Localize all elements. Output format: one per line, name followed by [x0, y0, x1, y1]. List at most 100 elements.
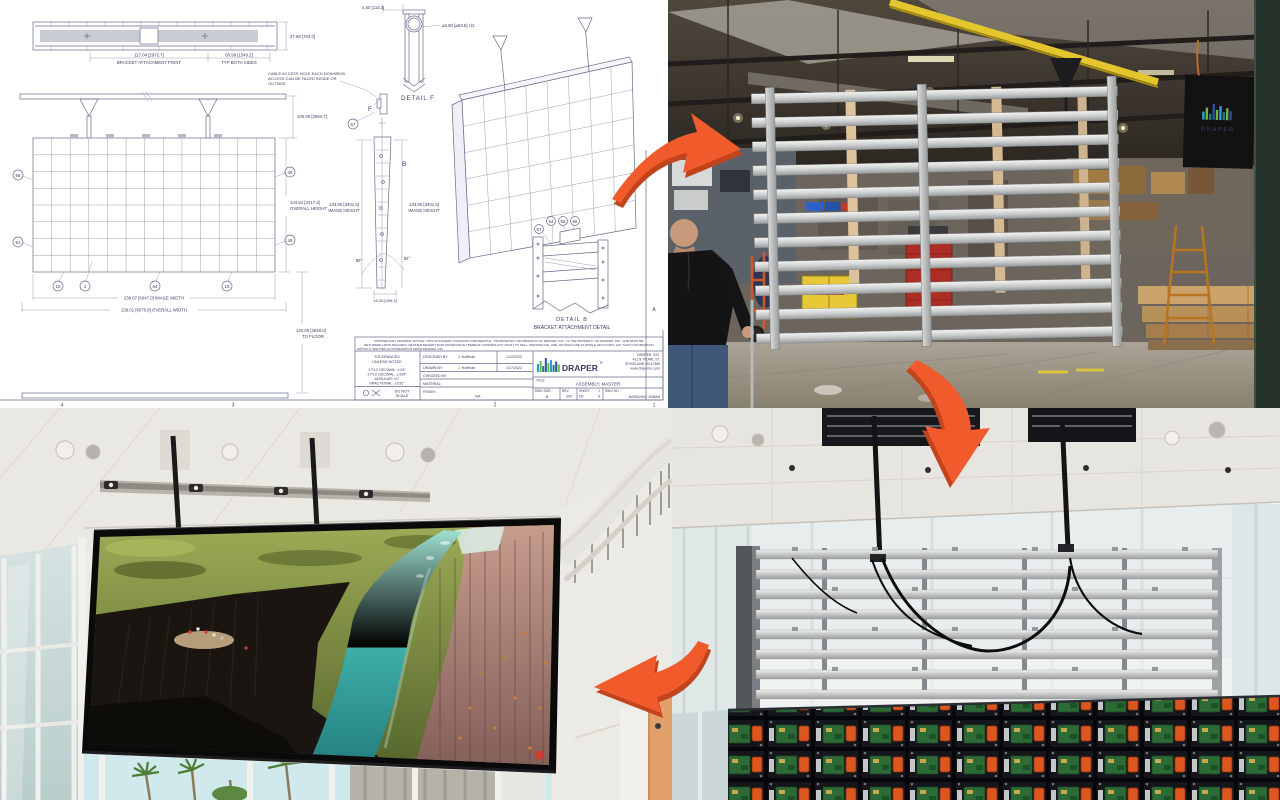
downrod-right — [309, 437, 320, 529]
designed-by-name: J. Huffman — [458, 355, 475, 359]
svg-text:57: 57 — [536, 227, 542, 232]
svg-text:CABLE ACCESS HOLE EACH DOWNROD: CABLE ACCESS HOLE EACH DOWNROD — [268, 71, 345, 76]
addr-line2: 411 S. PEARL ST. — [633, 358, 660, 362]
detail-f-offset: 4.50 [114.3] — [362, 5, 384, 10]
detail-f: 4.50 [114.3] ⌀2.50 [⌀63.5] I.D. DETAIL F — [362, 4, 475, 102]
registered-mark: ® — [600, 361, 603, 365]
zone-f-letter: F — [368, 106, 372, 113]
lichen-spots — [458, 631, 547, 750]
draper-banner: DRAPER — [1182, 75, 1256, 169]
balloon-49: 49 — [274, 166, 296, 178]
isometric-view — [451, 17, 637, 264]
floor-yellow-line — [1038, 368, 1104, 374]
balloon-54: 54 — [546, 216, 556, 226]
underside-downrod-left — [871, 415, 883, 561]
balloon-67: 67 — [347, 111, 376, 130]
svg-text:55: 55 — [560, 219, 566, 224]
notice-line3: WITHOUT WRITTEN AUTHORIZATION FROM DRAPE… — [357, 347, 444, 351]
cable-access-note: CABLE ACCESS HOLE EACH DOWNROD ACCESS CA… — [268, 71, 377, 98]
of-label: OF: — [579, 395, 584, 399]
svg-text:OUTSIDE: OUTSIDE — [268, 81, 286, 86]
title-block: PROPRIETARY DRAWING NOTICE: THIS DOCUMEN… — [354, 336, 664, 401]
detail-b: 54 55 56 57 DETAIL B BRACKET ATTACHMENT … — [532, 216, 611, 331]
title-label: TITLE: — [536, 379, 546, 383]
zone-2: 2 — [494, 403, 497, 409]
of-value: 8 — [598, 395, 600, 399]
banner-logo-bars — [1202, 103, 1232, 121]
detail-f-bore: ⌀2.50 [⌀63.5] I.D. — [442, 23, 475, 28]
tol-3plc: 3 PLC DECIMAL: ±.005" — [367, 373, 407, 377]
led-module-band — [727, 694, 1280, 800]
draper-logo: DRAPER ® — [537, 358, 603, 373]
addr-line3: SPICELAND, IN 47385 — [625, 362, 660, 366]
front-view: 106.09 [2694.7] 56 51 49 48 15 1 64 15 — [12, 91, 327, 399]
ceiling-fixtures — [55, 440, 436, 463]
svg-text:49: 49 — [287, 170, 293, 175]
bracket-label: BRACKET ATTACHMENT POINT — [117, 60, 182, 65]
bottom-left-glass-corner — [672, 710, 728, 800]
ceiling-lights-underside — [711, 421, 1231, 473]
aluminum-rack — [751, 75, 1123, 350]
downrod-left — [170, 435, 182, 536]
detail-b-sublabel: BRACKET ATTACHMENT DETAIL — [534, 325, 611, 331]
balloon-56b: 56 — [570, 216, 580, 226]
to-floor-label: TO FLOOR — [302, 334, 324, 339]
svg-text:67: 67 — [350, 122, 356, 127]
angle-left: 88° — [356, 258, 363, 263]
side-base-dim: 16.00 [406.4] — [373, 298, 396, 303]
svg-text:ACCESS CAN BE FACED INSIDE OR: ACCESS CAN BE FACED INSIDE OR — [268, 76, 337, 81]
svg-text:56: 56 — [572, 219, 578, 224]
screen-image-canyon — [89, 525, 554, 765]
banner-wordmark: DRAPER — [1201, 127, 1235, 134]
overall-width-dim: 239.01 [6070.8] OVERALL WIDTH — [121, 308, 187, 313]
addr-line1: DRAPER, INC. — [637, 353, 660, 357]
underside-photo-art — [672, 408, 1280, 800]
side-height-dim-right: 133.90 [3401.6] — [409, 202, 439, 207]
side-height-label-left: IMAGE HEIGHT — [328, 208, 360, 213]
screen-logo-badge — [535, 751, 543, 759]
plan-height-dim: 27.68 [703.0] — [290, 34, 315, 39]
angle-right: 92° — [404, 256, 411, 261]
side-height-label-right: IMAGE HEIGHT — [408, 208, 440, 213]
notice-line2: RETURNED UPON REQUEST. NEITHER RECEIPT N… — [364, 343, 654, 347]
rev-value: 000 — [566, 395, 572, 399]
typ-dim: 60.99 [1549.2] — [225, 53, 252, 58]
zone-4: 4 — [61, 403, 64, 409]
left-glass-wall — [0, 538, 86, 800]
ladder — [1162, 225, 1216, 346]
balloon-15a: 15 — [52, 271, 65, 292]
zone-1: 1 — [653, 403, 656, 409]
dwg-no-value: AVM52644 108MA — [628, 395, 660, 399]
rack-post-3 — [1106, 75, 1122, 347]
drawn-date: 1/17/2022 — [506, 366, 522, 370]
dwg-size-label: DWG SIZE : — [535, 389, 553, 393]
zone-row-a: A — [652, 307, 656, 313]
river — [308, 530, 462, 765]
draper-wordmark: DRAPER — [562, 363, 598, 373]
balloon-1: 1 — [79, 261, 93, 292]
svg-text:1: 1 — [84, 284, 87, 289]
balloon-56: 56 — [12, 169, 34, 181]
tol-2plc: 2 PLC DECIMAL: ±.03" — [368, 368, 406, 372]
rod-attachment — [870, 554, 886, 562]
dwg-size-value: B — [546, 394, 549, 399]
finish-value: NA — [476, 395, 482, 399]
blue-bin-2 — [825, 202, 840, 211]
title-value: ASSEMBLY, MASTER — [576, 382, 621, 387]
worker — [668, 219, 754, 408]
svg-text:51: 51 — [15, 240, 21, 245]
mounting-lattice — [736, 544, 1222, 714]
balloon-51: 51 — [12, 236, 34, 248]
image-width-dim: 238.07 [6047.0] IMAGE WIDTH — [124, 296, 184, 301]
factory-photo-art: DRAPER — [668, 0, 1280, 408]
overall-height-dim: 134.54 [3417.3] — [290, 200, 320, 205]
sheet-value: 2 — [598, 389, 600, 393]
typ-label: TYP BOTH SIDES — [221, 60, 257, 65]
palm-trunks — [144, 763, 292, 800]
svg-text:48: 48 — [287, 238, 293, 243]
overall-height-label: OVERALL HEIGHT — [290, 206, 327, 211]
svg-text:64: 64 — [152, 284, 158, 289]
scale-label: SCALE — [396, 394, 409, 398]
lattice-clips — [792, 547, 1188, 671]
detail-b-label: DETAIL B — [556, 317, 588, 323]
